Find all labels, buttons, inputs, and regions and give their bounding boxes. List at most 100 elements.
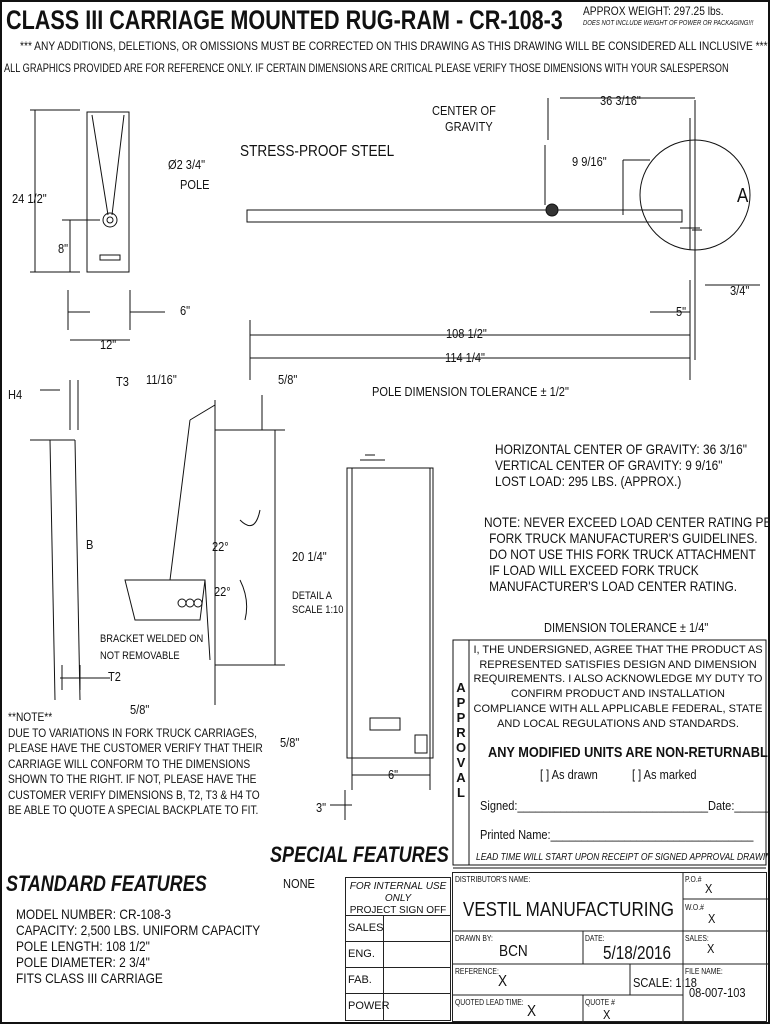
backplate-front <box>346 467 434 759</box>
cog-label-2: GRAVITY <box>445 119 493 134</box>
signoff-sales: SALES <box>346 916 384 942</box>
signoff-subheader: PROJECT SIGN OFF <box>349 905 447 916</box>
angle-22-top: 22° <box>212 539 229 554</box>
dim-6-front: 6" <box>388 767 399 782</box>
reference-label: REFERENCE: <box>455 967 499 976</box>
note-line: **NOTE** <box>8 710 53 724</box>
dim-11-16: 11/16" <box>146 372 177 387</box>
file-name-label: FILE NAME: <box>685 967 723 976</box>
lead-time-value: X <box>527 1003 537 1020</box>
signoff-header: FOR INTERNAL USE ONLY <box>349 881 447 904</box>
signoff-power-field[interactable] <box>384 994 450 1020</box>
dim-108: 108 1/2" <box>446 326 487 341</box>
dim-3: 3" <box>316 800 327 815</box>
wo-label: W.O.# <box>685 903 704 912</box>
signoff-eng: ENG. <box>346 942 384 968</box>
signoff-fab: FAB. <box>346 968 384 994</box>
warning-line: MANUFACTURER'S LOAD CENTER RATING. <box>489 578 738 594</box>
dimension-tolerance: DIMENSION TOLERANCE ± 1/4" <box>544 620 709 635</box>
signoff-fab-field[interactable] <box>384 968 450 994</box>
dim-b: B <box>86 537 94 552</box>
detail-a-marker: A <box>737 185 749 207</box>
dim-24: 24 1/2" <box>12 191 47 206</box>
dim-3-4: 3/4" <box>730 283 750 298</box>
signoff-eng-field[interactable] <box>384 942 450 968</box>
cg-line: VERTICAL CENTER OF GRAVITY: 9 9/16" <box>495 457 723 473</box>
detail-a-label: DETAIL A <box>292 590 333 602</box>
standard-features-title: STANDARD FEATURES <box>6 871 207 896</box>
cg-line: HORIZONTAL CENTER OF GRAVITY: 36 3/16" <box>495 441 747 457</box>
drawn-by-label: DRAWN BY: <box>455 934 493 943</box>
dim-5: 5" <box>676 304 687 319</box>
warning-line: DO NOT USE THIS FORK TRUCK ATTACHMENT <box>489 546 756 562</box>
warning-line: FORK TRUCK MANUFACTURER'S GUIDELINES. <box>489 530 758 546</box>
signature-field[interactable]: Signed:_______________________________Da… <box>480 798 770 813</box>
printed-name-field[interactable]: Printed Name:___________________________… <box>480 827 754 842</box>
lead-time-note: LEAD TIME WILL START UPON RECEIPT OF SIG… <box>476 852 770 863</box>
note-line: CARRIAGE WILL CONFORM TO THE DIMENSIONS <box>8 756 251 771</box>
dim-5-8-bottom: 5/8" <box>280 735 300 750</box>
pole-label: POLE <box>180 177 210 192</box>
approx-weight: APPROX WEIGHT: 297.25 lbs. <box>583 4 724 18</box>
reference-value: X <box>498 973 508 990</box>
dim-12: 12" <box>100 337 117 352</box>
distributor-label: DISTRIBUTOR'S NAME: <box>455 875 531 884</box>
special-features-value: NONE <box>283 876 315 891</box>
non-returnable: ANY MODIFIED UNITS ARE NON-RETURNABLE <box>488 744 770 761</box>
feature-item: MODEL NUMBER: CR-108-3 <box>16 906 171 922</box>
dim-5-8-mid: 5/8" <box>130 702 150 717</box>
approval-line: REPRESENTED SATISFIES DESIGN AND DIMENSI… <box>479 658 757 671</box>
sales-label: SALES: <box>685 934 709 943</box>
warning-line: NOTE: NEVER EXCEED LOAD CENTER RATING PE… <box>484 514 770 530</box>
wo-value: X <box>708 911 716 926</box>
approval-statement: I, THE UNDERSIGNED, AGREE THAT THE PRODU… <box>470 643 766 731</box>
carriage-note: **NOTE**DUE TO VARIATIONS IN FORK TRUCK … <box>8 710 263 819</box>
as-drawn-checkbox[interactable]: [ ] As drawn <box>540 767 598 782</box>
center-of-gravity-info: HORIZONTAL CENTER OF GRAVITY: 36 3/16"VE… <box>495 441 747 489</box>
feature-item: FITS CLASS III CARRIAGE <box>16 970 163 986</box>
approval-line: COMPLIANCE WITH ALL APPLICABLE FEDERAL, … <box>473 702 763 715</box>
pole <box>246 209 683 223</box>
dim-9: 9 9/16" <box>572 154 607 169</box>
warning-line: IF LOAD WILL EXCEED FORK TRUCK <box>489 562 699 578</box>
approval-line: CONFIRM PRODUCT AND INSTALLATION <box>511 688 725 701</box>
pole-tolerance: POLE DIMENSION TOLERANCE ± 1/2" <box>372 384 569 399</box>
dim-8: 8" <box>58 241 69 256</box>
approval-line: AND LOCAL REGULATIONS AND STANDARDS. <box>497 717 739 730</box>
drawn-by-value: BCN <box>499 943 528 960</box>
scale-value: SCALE: 1:18 <box>633 975 697 990</box>
dim-t3: T3 <box>116 374 129 389</box>
stress-proof-steel-label: STRESS-PROOF STEEL <box>240 143 395 160</box>
dim-114: 114 1/4" <box>445 350 485 365</box>
notice-reference: ALL GRAPHICS PROVIDED ARE FOR REFERENCE … <box>4 61 729 75</box>
load-warning: NOTE: NEVER EXCEED LOAD CENTER RATING PE… <box>484 514 770 594</box>
weight-note: DOES NOT INCLUDE WEIGHT OF POWER OR PACK… <box>583 20 754 27</box>
dim-36: 36 3/16" <box>600 93 641 108</box>
quote-label: QUOTE # <box>585 998 615 1007</box>
dim-5-8-top: 5/8" <box>278 372 298 387</box>
feature-item: CAPACITY: 2,500 LBS. UNIFORM CAPACITY <box>16 922 261 938</box>
lead-time-label: QUOTED LEAD TIME: <box>455 998 524 1007</box>
angle-22-bottom: 22° <box>214 584 231 599</box>
note-line: PLEASE HAVE THE CUSTOMER VERIFY THAT THE… <box>8 741 263 755</box>
approval-side-label: APPROVAL <box>456 680 467 800</box>
date-value: 5/18/2016 <box>603 943 672 963</box>
signoff-power: POWER <box>346 994 390 1020</box>
detail-scale: SCALE 1:10 <box>292 604 344 616</box>
cog-label: CENTER OF <box>432 103 496 118</box>
backplate-side <box>86 111 130 273</box>
as-marked-checkbox[interactable]: [ ] As marked <box>632 767 697 782</box>
po-value: X <box>705 881 713 896</box>
approval-line: I, THE UNDERSIGNED, AGREE THAT THE PRODU… <box>473 644 763 656</box>
bracket-label: BRACKET WELDED ON <box>100 633 204 645</box>
signoff-sales-field[interactable] <box>384 916 450 942</box>
dim-pole-dia: Ø2 3/4" <box>168 157 206 172</box>
dim-h4: H4 <box>8 387 23 402</box>
quote-value: X <box>603 1007 611 1022</box>
cg-line: LOST LOAD: 295 LBS. (APPROX.) <box>495 473 682 489</box>
page-title: CLASS III CARRIAGE MOUNTED RUG-RAM - CR-… <box>6 5 563 35</box>
note-line: BE ABLE TO QUOTE A SPECIAL BACKPLATE TO … <box>8 803 259 817</box>
